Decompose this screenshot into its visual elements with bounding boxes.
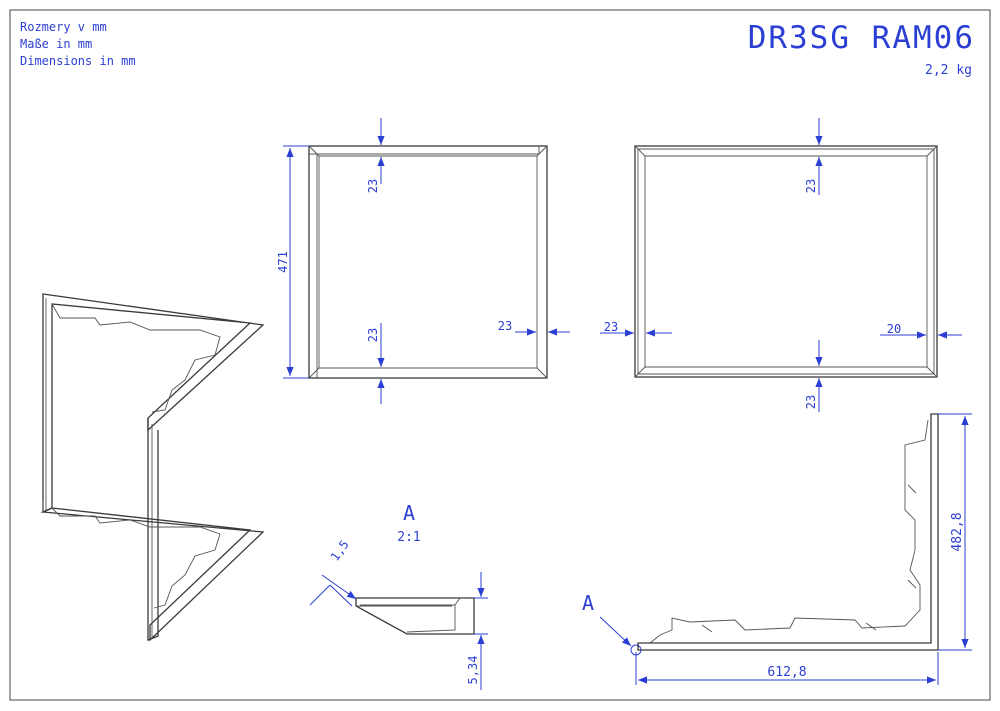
front-view: 471 23 23 23 <box>276 118 570 404</box>
side-width-dim: 612,8 <box>767 665 806 680</box>
detail-a-thickness-dim: 1,5 <box>328 538 352 564</box>
detail-a-label: A <box>403 501 415 525</box>
sheet-border <box>9 9 991 701</box>
detail-a: A 2:1 1,5 5,34 <box>309 501 488 690</box>
units-line-3: Dimensions in mm <box>20 54 136 68</box>
back-view: 23 23 20 23 <box>600 118 962 412</box>
front-top-rail-dim: 23 <box>366 179 380 193</box>
isometric-view <box>40 293 265 642</box>
front-right-stile-dim: 23 <box>498 319 512 333</box>
units-note: Rozmery v mm Maße in mm Dimensions in mm <box>20 20 136 68</box>
units-line-2: Maße in mm <box>20 37 92 51</box>
front-bottom-rail-dim: 23 <box>366 328 380 342</box>
back-top-rail-dim: 23 <box>804 179 818 193</box>
back-bottom-rail-dim: 23 <box>804 395 818 409</box>
front-height-dim: 471 <box>276 251 290 273</box>
part-code: DR3SG RAM06 <box>748 20 975 56</box>
detail-a-scale: 2:1 <box>397 530 420 545</box>
side-view: A 612,8 482,8 <box>582 413 972 685</box>
units-line-1: Rozmery v mm <box>20 20 107 34</box>
detail-a-height-dim: 5,34 <box>466 656 480 685</box>
part-weight: 2,2 kg <box>925 63 972 78</box>
side-height-dim: 482,8 <box>950 512 965 551</box>
back-right-stile-dim: 20 <box>887 322 901 336</box>
side-detail-ref: A <box>582 591 594 615</box>
back-left-stile-dim: 23 <box>604 320 618 334</box>
